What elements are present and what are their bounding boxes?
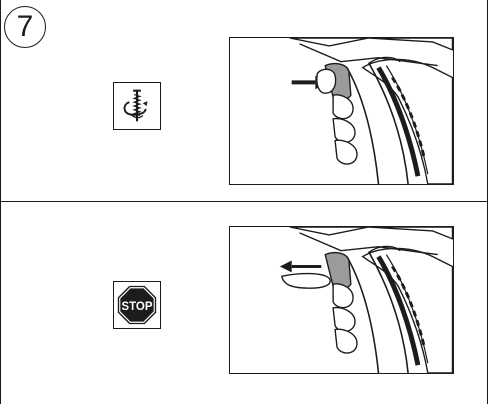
stop-sign-icon: STOP bbox=[113, 281, 161, 329]
panel-divider bbox=[0, 201, 488, 202]
trigger-press-illustration bbox=[229, 37, 454, 185]
step-number-badge: 7 bbox=[4, 6, 46, 48]
stop-sign-label: STOP bbox=[121, 301, 152, 313]
rotate-clockwise-screw-icon bbox=[113, 82, 161, 130]
trigger-release-illustration bbox=[229, 226, 454, 374]
step-number: 7 bbox=[16, 10, 34, 43]
